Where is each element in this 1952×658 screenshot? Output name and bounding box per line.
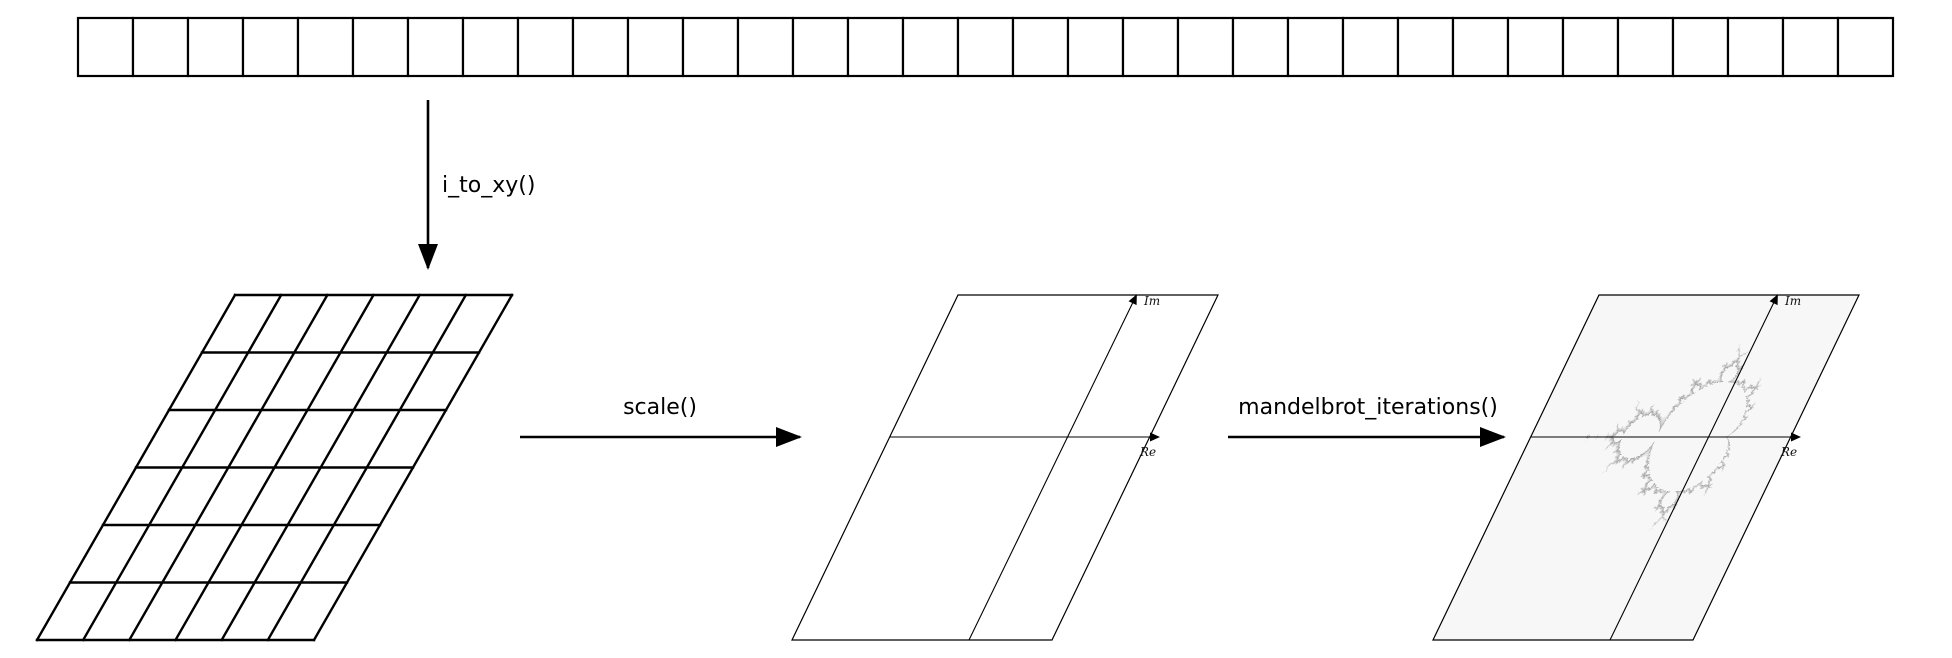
array-cell bbox=[1066, 16, 1125, 78]
mandelbrot-plane: Re Im bbox=[1432, 294, 1860, 641]
array-cell bbox=[1121, 16, 1180, 78]
array-cell bbox=[1781, 16, 1840, 78]
array-cell bbox=[956, 16, 1015, 78]
array-cell bbox=[241, 16, 300, 78]
array-cell bbox=[1176, 16, 1235, 78]
array-cell bbox=[1726, 16, 1785, 78]
scale-label: scale() bbox=[623, 395, 697, 420]
array-cell bbox=[1451, 16, 1510, 78]
array-cell bbox=[1506, 16, 1565, 78]
array-cell bbox=[681, 16, 740, 78]
array-cell bbox=[1396, 16, 1455, 78]
array-cell bbox=[516, 16, 575, 78]
mandelbrot-plane-outline bbox=[1432, 294, 1860, 641]
array-cell bbox=[1341, 16, 1400, 78]
array-cell bbox=[1671, 16, 1730, 78]
im-axis-label: Im bbox=[1143, 294, 1160, 308]
mandelbrot-im-axis bbox=[1609, 294, 1778, 641]
mandelbrot-re-axis-label: Re bbox=[1780, 445, 1797, 459]
array-cell bbox=[846, 16, 905, 78]
array-cell bbox=[1836, 16, 1895, 78]
complex-plane: Re Im bbox=[791, 294, 1219, 641]
array-cell bbox=[1616, 16, 1675, 78]
array-cell bbox=[186, 16, 245, 78]
grid-plane bbox=[35, 293, 514, 642]
mandelbrot-iterations-label: mandelbrot_iterations() bbox=[1238, 395, 1498, 420]
array-cell bbox=[131, 16, 190, 78]
re-axis-label: Re bbox=[1139, 445, 1156, 459]
array-cell bbox=[1561, 16, 1620, 78]
complex-plane-outline bbox=[791, 294, 1219, 641]
array-cell bbox=[296, 16, 355, 78]
array-cell bbox=[1011, 16, 1070, 78]
array-cell bbox=[351, 16, 410, 78]
array-cell bbox=[76, 16, 135, 78]
array-cell bbox=[791, 16, 850, 78]
array-cell bbox=[736, 16, 795, 78]
i-to-xy-label: i_to_xy() bbox=[442, 173, 535, 198]
array-cell bbox=[571, 16, 630, 78]
im-axis bbox=[968, 294, 1137, 641]
array-strip bbox=[76, 16, 1895, 78]
mandelbrot-im-axis-label: Im bbox=[1784, 294, 1801, 308]
array-cell bbox=[626, 16, 685, 78]
array-cell bbox=[1231, 16, 1290, 78]
array-cell bbox=[901, 16, 960, 78]
array-cell bbox=[1286, 16, 1345, 78]
array-cell bbox=[406, 16, 465, 78]
array-cell bbox=[461, 16, 520, 78]
